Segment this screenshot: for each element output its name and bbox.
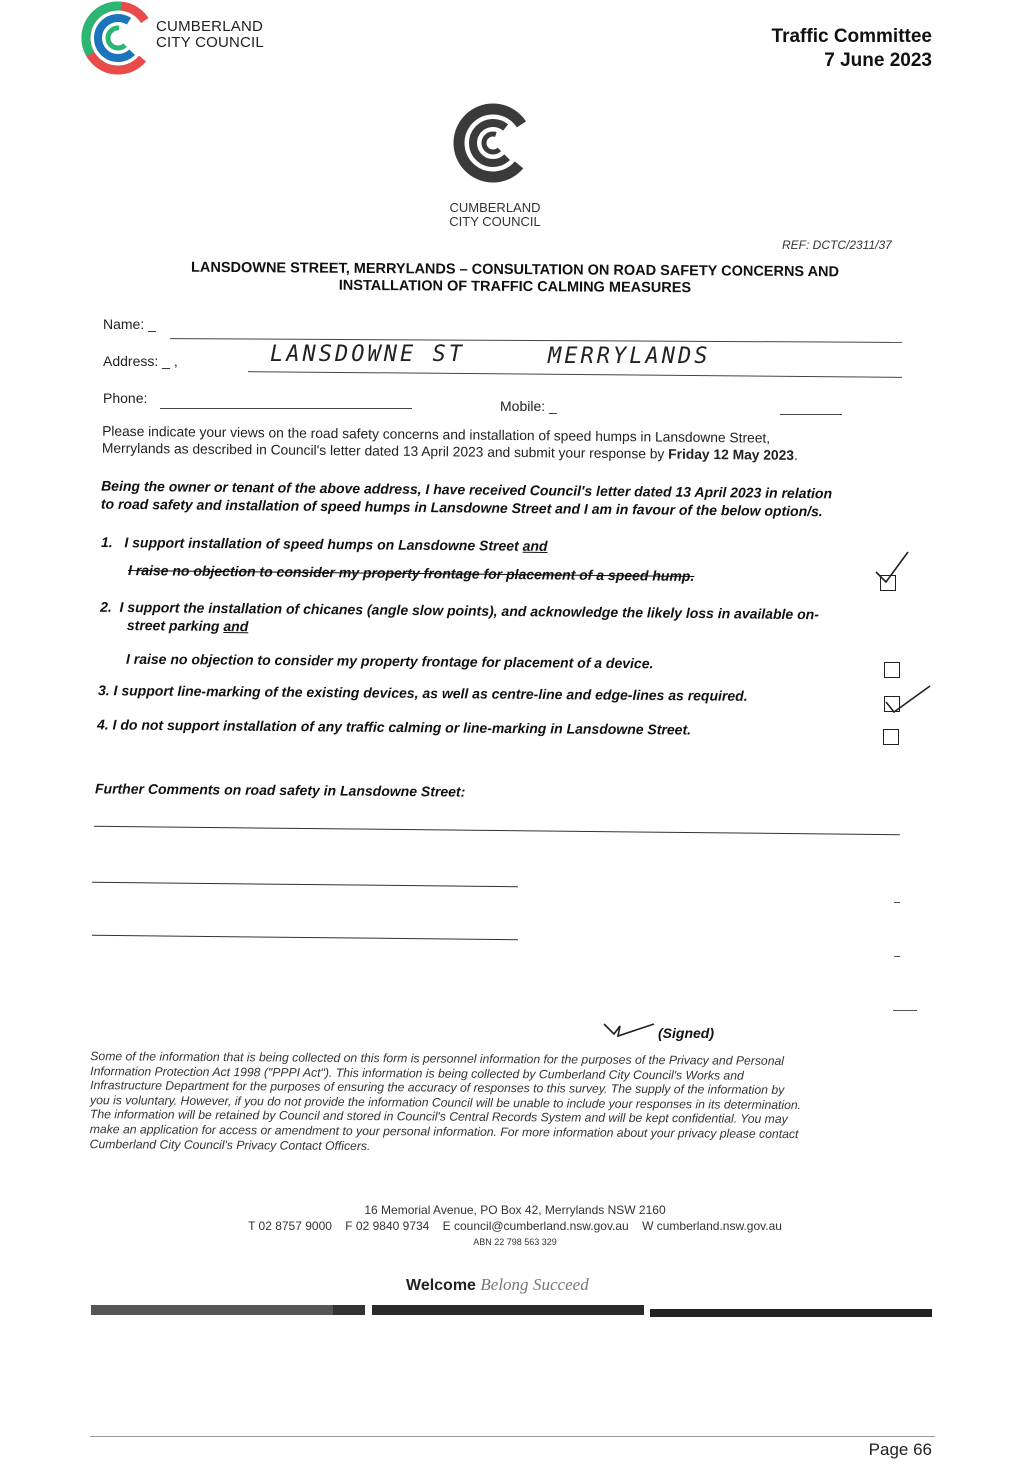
margin-dash-1	[894, 902, 900, 903]
footer-bar-3	[372, 1305, 644, 1315]
option-2-text2: street parking	[126, 616, 220, 634]
slogan-welcome: Welcome	[406, 1277, 476, 1294]
intro-line2-end: .	[793, 447, 798, 463]
option-1-number: 1.	[100, 534, 113, 551]
address-handwritten-suburb: MERRYLANDS	[548, 344, 711, 369]
option-2: 2. I support the installation of chicane…	[100, 598, 920, 643]
header-meta: Traffic Committee 7 June 2023	[772, 25, 932, 73]
intro-line2-text: Merrylands as described in Council's let…	[101, 440, 669, 462]
comments-line-3[interactable]	[92, 934, 518, 941]
scanned-logo-icon	[453, 103, 533, 183]
privacy-notice: Some of the information that is being co…	[90, 1049, 917, 1157]
committee-name: Traffic Committee	[771, 26, 932, 47]
council-slogan: Welcome Belong Succeed	[406, 1275, 589, 1295]
signed-label: (Signed)	[658, 1025, 714, 1041]
intro-paragraph: Please indicate your views on the road s…	[102, 423, 932, 466]
address-field-line[interactable]	[248, 371, 902, 378]
option-1: 1. I support installation of speed humps…	[101, 533, 548, 555]
slogan-belong: Belong	[480, 1275, 529, 1294]
comments-label: Further Comments on road safety in Lansd…	[94, 780, 466, 800]
option-2-checkbox[interactable]	[884, 662, 900, 678]
council-contacts: T 02 8757 9000 F 02 9840 9734 E council@…	[248, 1219, 782, 1233]
option-1-sub-struck: I raise no objection to consider my prop…	[127, 562, 695, 584]
option-2-sub: I raise no objection to consider my prop…	[125, 650, 654, 672]
scan-logo-line1: CUMBERLAND	[449, 200, 541, 215]
option-2-number: 2.	[100, 598, 112, 615]
footer-bar-4	[650, 1309, 932, 1317]
margin-dash-3	[893, 1010, 917, 1011]
council-address: 16 Memorial Avenue, PO Box 42, Merryland…	[364, 1203, 666, 1217]
option-4-text: I do not support installation of any tra…	[112, 716, 692, 738]
option-3-checkbox[interactable]	[884, 696, 900, 712]
page-footer-rule	[90, 1436, 935, 1437]
page-number: Page 66	[868, 1440, 932, 1459]
comments-line-2[interactable]	[92, 881, 518, 888]
form-title: LANSDOWNE STREET, MERRYLANDS – CONSULTAT…	[150, 259, 880, 298]
slogan-succeed: Succeed	[533, 1275, 589, 1294]
phone-label: Phone:	[103, 390, 148, 406]
scan-logo-line2: CITY COUNCIL	[449, 214, 541, 229]
option-3-text: I support line-marking of the existing d…	[113, 682, 748, 704]
option-4-checkbox[interactable]	[883, 729, 899, 745]
option-1-check-mark-icon	[875, 551, 909, 584]
mobile-label: Mobile: _	[500, 398, 557, 414]
logo-line1: CUMBERLAND	[156, 18, 264, 35]
cumberland-logo-icon	[81, 1, 155, 75]
deadline-date: Friday 12 May 2023	[668, 446, 795, 463]
mobile-field-line[interactable]	[780, 414, 842, 415]
address-label: Address: _ ,	[103, 353, 178, 369]
meeting-date: 7 June 2023	[824, 50, 932, 71]
option-2-and: and	[223, 617, 249, 635]
logo-line2: CITY COUNCIL	[156, 34, 264, 51]
comments-line-1[interactable]	[94, 825, 900, 836]
option-3-check-mark-icon	[885, 685, 931, 714]
owner-statement: Being the owner or tenant of the above a…	[101, 477, 931, 522]
signature-scribble-icon	[603, 1023, 655, 1038]
name-label: Name: _	[103, 316, 156, 332]
footer-bar-1	[91, 1305, 333, 1315]
phone-field-line[interactable]	[160, 408, 412, 409]
option-4-number: 4.	[96, 716, 109, 733]
council-abn: ABN 22 798 563 329	[473, 1237, 557, 1247]
scanned-logo-wordmark: CUMBERLAND CITY COUNCIL	[420, 201, 570, 229]
logo-wordmark: CUMBERLAND CITY COUNCIL	[156, 19, 264, 51]
option-1-and: and	[522, 537, 548, 554]
option-1-text: I support installation of speed humps on…	[124, 534, 519, 554]
address-handwritten-street: LANSDOWNE ST	[270, 342, 465, 367]
margin-dash-2	[894, 956, 900, 957]
option-3-number: 3.	[97, 682, 110, 699]
option-3: 3. I support line-marking of the existin…	[98, 681, 748, 705]
option-4: 4. I do not support installation of any …	[97, 715, 691, 738]
reference-number: REF: DCTC/2311/37	[782, 238, 892, 252]
footer-bar-2	[333, 1305, 365, 1315]
